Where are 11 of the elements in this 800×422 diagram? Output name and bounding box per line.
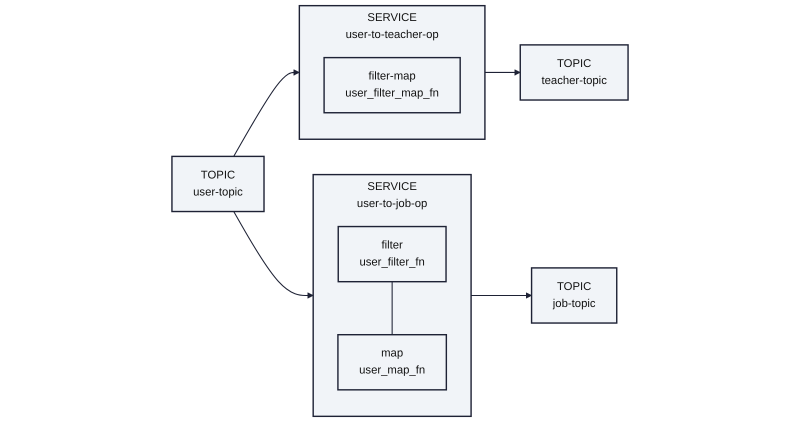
node-box: filter user_filter_fn (338, 226, 447, 282)
node-box: TOPIC job-topic (530, 267, 618, 324)
arrow (233, 69, 300, 157)
node-box: map user_map_fn (337, 334, 448, 391)
node-box: filter-map user_filter_map_fn (323, 56, 461, 114)
arrow (471, 292, 532, 299)
node-box: TOPIC user-topic (171, 156, 265, 212)
connector (392, 282, 393, 335)
arrow (484, 69, 521, 76)
node-box: TOPIC teacher-topic (520, 44, 629, 101)
arrow (233, 211, 314, 299)
